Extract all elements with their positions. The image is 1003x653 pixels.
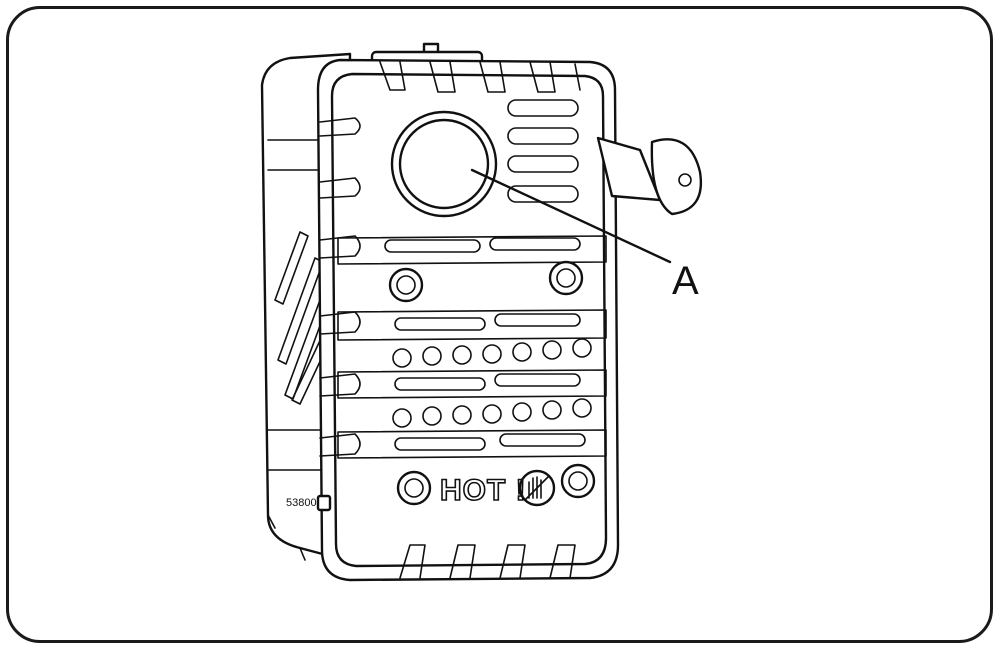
exhaust-pipe [596, 136, 703, 216]
rib-band-2 [337, 309, 607, 341]
bolt-top-left [388, 267, 424, 303]
hand-caution-icon [518, 469, 556, 507]
hole-row-1 [392, 338, 592, 368]
bolt-top-right [548, 260, 584, 296]
figure-frame [6, 6, 993, 643]
hot-warning-text: HOT ! [440, 474, 527, 507]
serial-marking: 53800J [286, 497, 322, 509]
hole-row-2 [392, 398, 592, 428]
rib-band-3 [337, 369, 607, 399]
front-cover [316, 58, 620, 582]
side-nut [316, 494, 332, 512]
top-fins [379, 61, 581, 93]
bolt-bottom-left [396, 470, 432, 506]
rib-band-4 [337, 429, 607, 459]
bottom-fins [399, 544, 576, 579]
callout-label-a: A [672, 259, 699, 303]
upper-vent-slots [507, 99, 579, 203]
callout-leader-line [470, 168, 672, 264]
rib-band-1 [337, 235, 607, 265]
bolt-bottom-right [560, 463, 596, 499]
muffler-outlet-opening [390, 110, 498, 218]
